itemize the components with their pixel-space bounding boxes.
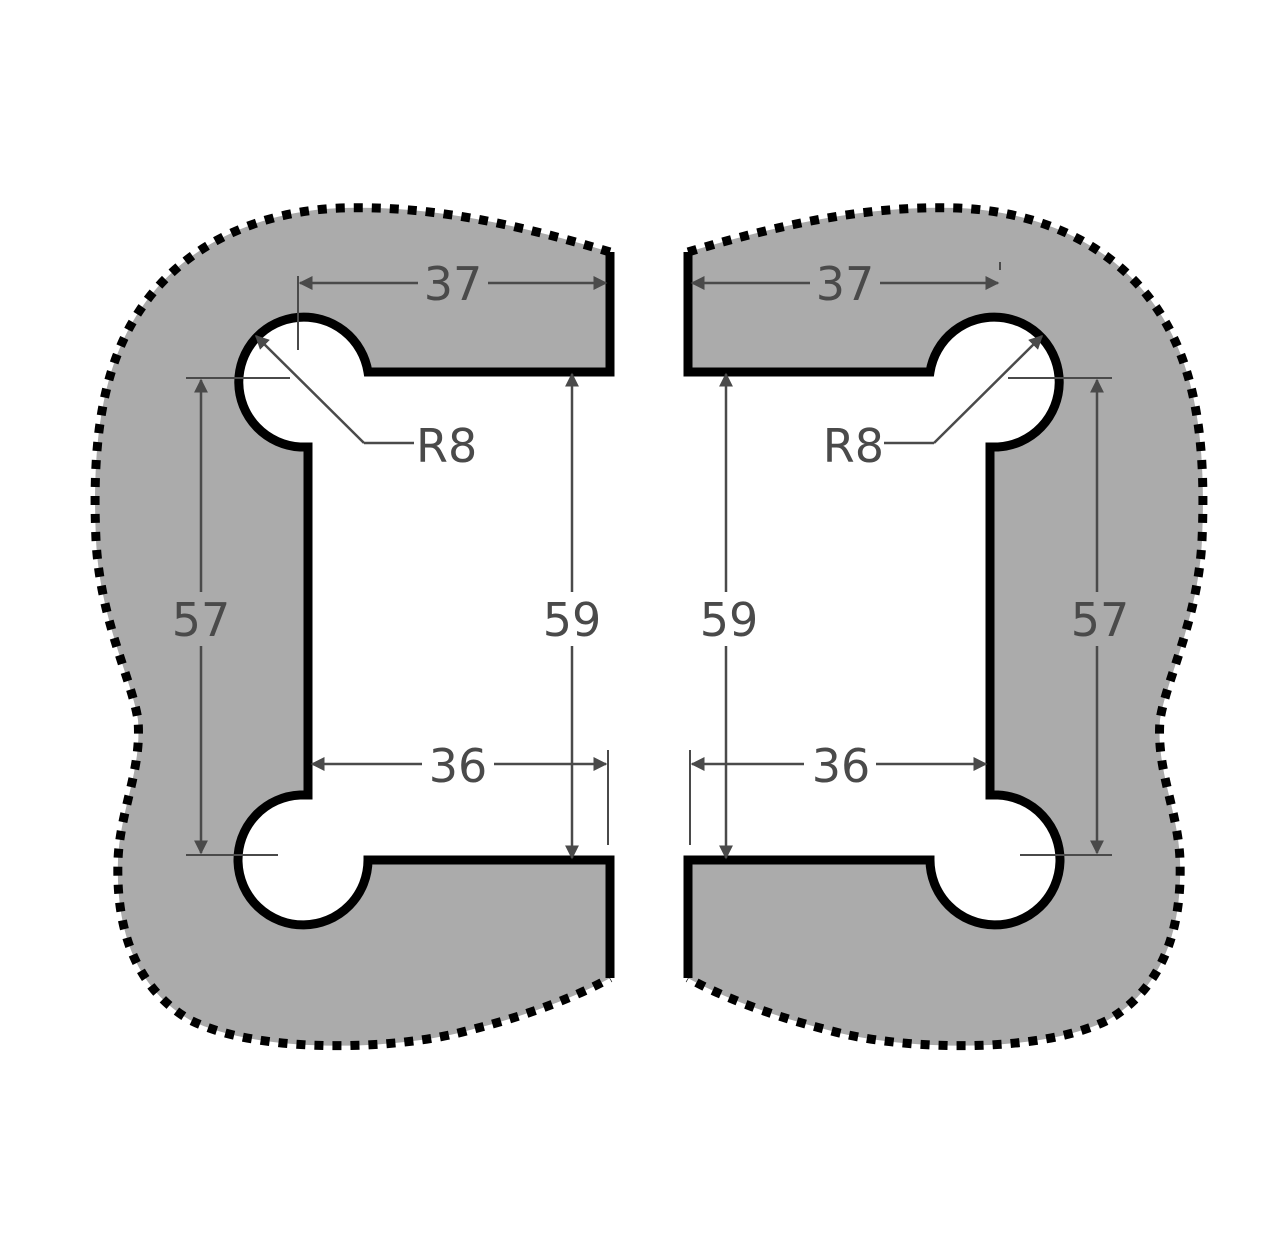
right-dim-slot-pitch: 57 [1071, 593, 1130, 647]
left-dim-bottom-width: 36 [429, 739, 488, 793]
right-clamp-part [683, 203, 1208, 1051]
right-dim-opening-height: 59 [700, 593, 759, 647]
left-clamp-inner-edge [233, 252, 615, 978]
left-dim-opening-height: 59 [543, 593, 602, 647]
right-dim-top-width: 37 [816, 257, 875, 311]
right-dim-radius: R8 [823, 419, 884, 473]
right-clamp-body [688, 207, 1203, 1046]
right-dim-bottom-width: 36 [812, 739, 871, 793]
left-dim-top-width: 37 [424, 257, 483, 311]
right-clamp-inner-edge [683, 252, 1065, 978]
right-clamp-labels: 37 R8 57 59 36 [700, 257, 1130, 793]
left-dim-radius: R8 [416, 419, 477, 473]
left-clamp-body [95, 207, 610, 1046]
left-clamp-part: 37 R8 57 59 36 [90, 203, 615, 1051]
left-dim-slot-pitch: 57 [172, 593, 231, 647]
